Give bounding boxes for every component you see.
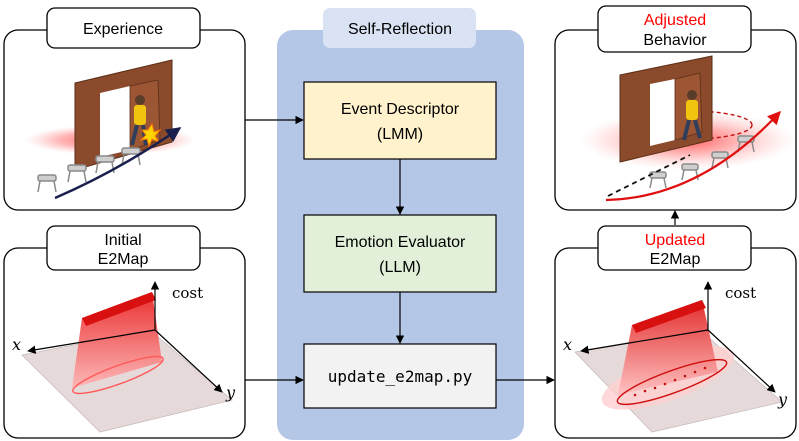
y-axis (707, 329, 776, 393)
initial-map-title-line2: E2Map (98, 251, 149, 268)
emotion-evaluator-box (303, 214, 497, 293)
initial-map-title-line1: Initial (104, 232, 141, 249)
x-axis-label: x (563, 335, 572, 354)
y-axis (154, 329, 223, 393)
initial-map-title-box (46, 225, 201, 271)
x-axis-label: x (12, 335, 21, 354)
self-reflection-title-box (323, 8, 476, 48)
initial-cost-map-plot: cost x y (12, 281, 236, 433)
x-axis (27, 329, 156, 354)
self-reflection-title: Self-Reflection (348, 21, 452, 38)
updated-map-title-highlight: Updated (645, 232, 706, 249)
adjusted-behavior-title-highlight: Adjusted (644, 12, 706, 29)
emotion-evaluator-model: (LLM) (379, 259, 421, 276)
experience-title: Experience (83, 21, 163, 38)
event-descriptor-label: Event Descriptor (341, 101, 460, 118)
cost-axis-label: cost (725, 284, 756, 302)
y-axis-label: y (777, 390, 788, 409)
experience-title-box (46, 7, 201, 49)
updated-map-title-box (597, 225, 752, 271)
adjusted-behavior-title-box (597, 5, 752, 53)
event-descriptor-model: (LMM) (377, 126, 423, 143)
adjusted-behavior-illustration (580, 55, 796, 202)
y-axis-label: y (225, 383, 236, 402)
dotted-trace (633, 366, 707, 397)
adjusted-behavior-title-rest: Behavior (643, 32, 707, 49)
event-descriptor-box (303, 81, 497, 160)
update-script-box (303, 343, 497, 409)
experience-illustration (25, 59, 195, 200)
updated-map-title-rest: E2Map (650, 251, 701, 268)
x-axis (580, 329, 709, 354)
update-script-label: update_e2map.py (328, 367, 473, 386)
updated-cost-map-plot: cost x y (563, 281, 788, 433)
cost-axis-label: cost (172, 284, 203, 302)
emotion-evaluator-label: Emotion Evaluator (335, 234, 466, 251)
